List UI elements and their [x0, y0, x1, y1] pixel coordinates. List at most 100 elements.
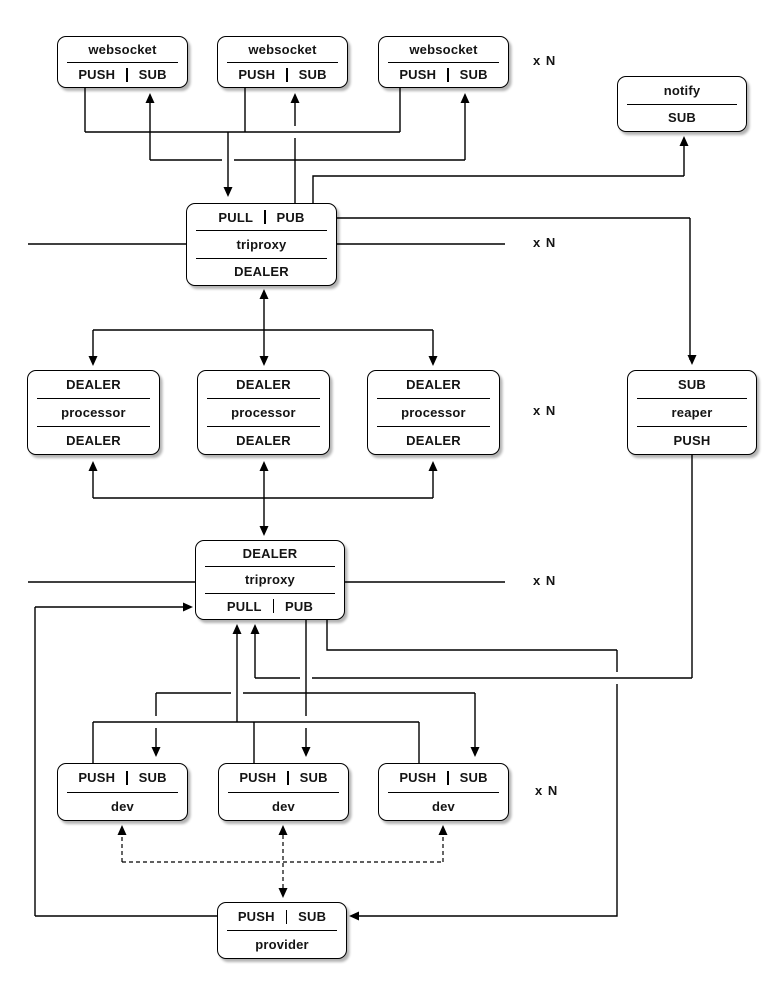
socket-label: PUSH	[78, 770, 116, 786]
socket-row: PULL PUB	[187, 204, 336, 230]
node-websocket-2: websocket PUSH SUB	[217, 36, 348, 88]
socket-row: PUSH SUB	[58, 764, 187, 792]
socket-label: PULL	[226, 598, 262, 614]
socket-label: DEALER	[406, 377, 461, 392]
node-processor-2: DEALER processor DEALER	[197, 370, 330, 455]
node-notify: notify SUB	[617, 76, 747, 132]
socket-label: SUB	[298, 67, 327, 83]
socket-label: DEALER	[236, 433, 291, 448]
socket-label: PULL	[218, 209, 254, 225]
node-title: dev	[110, 798, 134, 814]
socket-label: SUB	[677, 377, 707, 392]
divider	[227, 930, 337, 931]
socket-row: PUSH SUB	[58, 63, 187, 88]
node-processor-1: DEALER processor DEALER	[27, 370, 160, 455]
divider	[377, 398, 490, 399]
socket-label: PUSH	[237, 909, 275, 924]
node-title: websocket	[88, 41, 157, 57]
multiplier-label-dev: x N	[535, 783, 559, 798]
socket-label: PUB	[276, 209, 305, 225]
socket-label: SUB	[299, 770, 328, 786]
socket-row: PUSH SUB	[219, 764, 348, 792]
socket-label: PUSH	[78, 67, 116, 83]
socket-label: SUB	[298, 909, 327, 924]
socket-label: PUSH	[673, 433, 711, 448]
node-title: notify	[663, 82, 701, 98]
socket-separator	[285, 909, 288, 924]
socket-label: DEALER	[66, 433, 121, 448]
divider	[67, 791, 178, 793]
node-dev-1: PUSH SUB dev	[57, 763, 188, 821]
divider	[207, 398, 320, 399]
node-triproxy-dev: DEALER triproxy PULL PUB	[195, 540, 345, 620]
socket-row: PUSH SUB	[218, 63, 347, 88]
socket-label: DEALER	[236, 377, 291, 392]
node-title: processor	[231, 405, 296, 420]
socket-row: PUSH SUB	[379, 63, 508, 88]
node-provider: PUSH SUB provider	[217, 902, 347, 959]
divider	[37, 398, 150, 399]
divider	[67, 61, 178, 63]
socket-separator	[272, 599, 275, 614]
socket-label: DEALER	[406, 433, 461, 448]
socket-label: SUB	[459, 67, 488, 83]
socket-label: SUB	[459, 770, 488, 786]
divider	[37, 426, 150, 427]
node-triproxy-app: PULL PUB triproxy DEALER	[186, 203, 337, 286]
node-websocket-1: websocket PUSH SUB	[57, 36, 188, 88]
socket-separator	[126, 67, 128, 82]
socket-row: PUSH SUB	[379, 764, 508, 792]
socket-label: PUSH	[399, 67, 437, 83]
node-title: triproxy	[236, 236, 287, 252]
node-title: processor	[61, 405, 126, 420]
socket-label: SUB	[667, 110, 697, 126]
divider	[388, 61, 499, 63]
node-title: processor	[401, 405, 466, 420]
divider	[377, 426, 490, 427]
multiplier-label-websocket: x N	[533, 53, 557, 68]
node-title: provider	[255, 937, 309, 952]
divider	[205, 566, 335, 568]
divider	[637, 398, 747, 399]
socket-separator	[447, 770, 449, 785]
divider	[207, 426, 320, 427]
node-reaper: SUB reaper PUSH	[627, 370, 757, 455]
socket-separator	[126, 770, 128, 785]
divider	[205, 592, 335, 594]
multiplier-label-processor: x N	[533, 403, 557, 418]
socket-label: PUSH	[399, 770, 437, 786]
socket-separator	[447, 67, 449, 82]
node-title: dev	[431, 798, 455, 814]
socket-separator	[287, 770, 289, 785]
node-title: websocket	[248, 41, 317, 57]
socket-label: DEALER	[242, 546, 298, 562]
node-dev-2: PUSH SUB dev	[218, 763, 349, 821]
socket-label: PUB	[285, 598, 314, 614]
node-title: reaper	[671, 405, 713, 420]
node-title: triproxy	[244, 572, 295, 588]
socket-label: PUSH	[238, 67, 276, 83]
arrowheads	[88, 93, 697, 921]
socket-row: PULL PUB	[196, 594, 344, 619]
divider	[637, 426, 747, 427]
divider	[196, 257, 327, 259]
multiplier-label-triproxy-dev: x N	[533, 573, 557, 588]
socket-label: SUB	[138, 67, 167, 83]
socket-separator	[286, 67, 288, 82]
socket-label: PUSH	[239, 770, 277, 786]
divider	[627, 103, 737, 105]
node-processor-3: DEALER processor DEALER	[367, 370, 500, 455]
divider	[196, 230, 327, 232]
socket-label: DEALER	[234, 264, 289, 280]
divider	[228, 791, 339, 793]
divider	[388, 791, 499, 793]
socket-label: DEALER	[66, 377, 121, 392]
multiplier-label-triproxy-app: x N	[533, 235, 557, 250]
socket-row: PUSH SUB	[218, 903, 346, 930]
node-title: dev	[271, 798, 295, 814]
socket-label: SUB	[138, 770, 167, 786]
divider	[227, 61, 338, 63]
node-title: websocket	[409, 41, 478, 57]
